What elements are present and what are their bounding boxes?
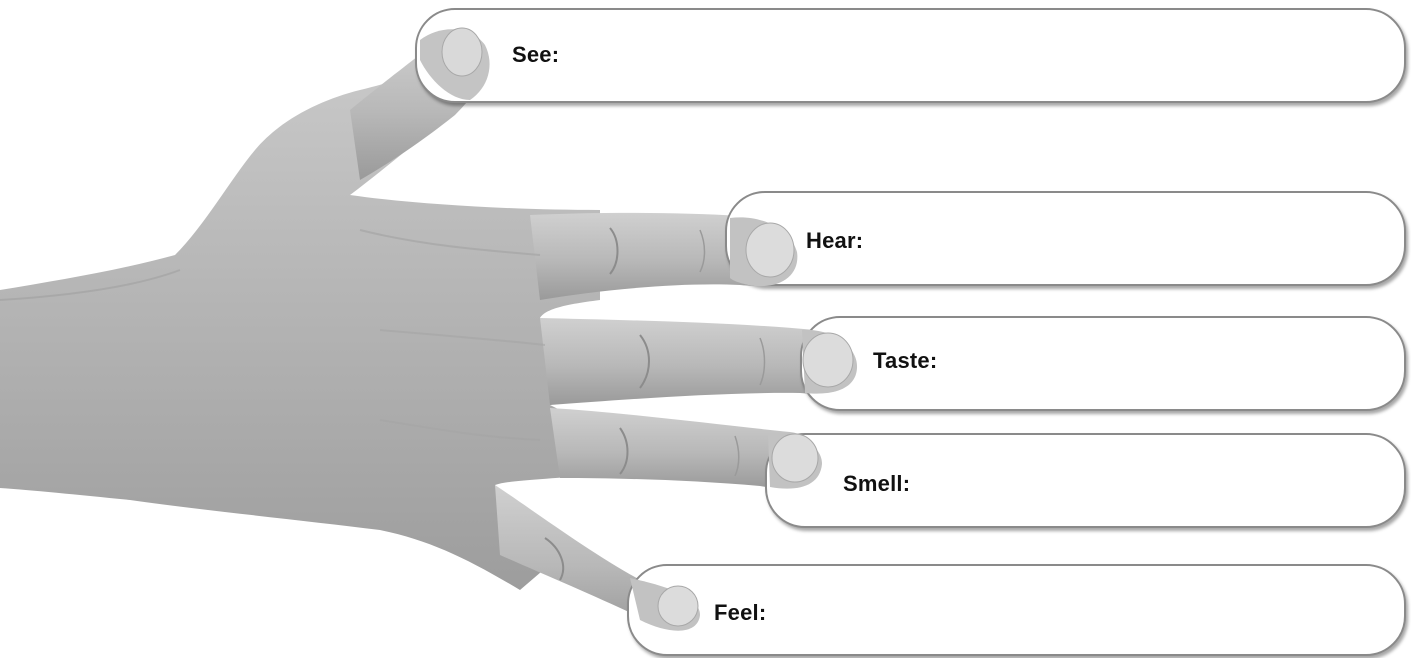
smell-answer-area[interactable] [935,445,1390,520]
feel-answer-area[interactable] [790,572,1390,647]
smell-label: Smell: [843,471,910,497]
hear-answer-area[interactable] [880,200,1390,275]
hear-label: Hear: [806,228,863,254]
see-answer-area[interactable] [590,20,1390,90]
taste-answer-area[interactable] [960,325,1390,400]
taste-label: Taste: [873,348,937,374]
see-label: See: [512,42,559,68]
feel-label: Feel: [714,600,766,626]
